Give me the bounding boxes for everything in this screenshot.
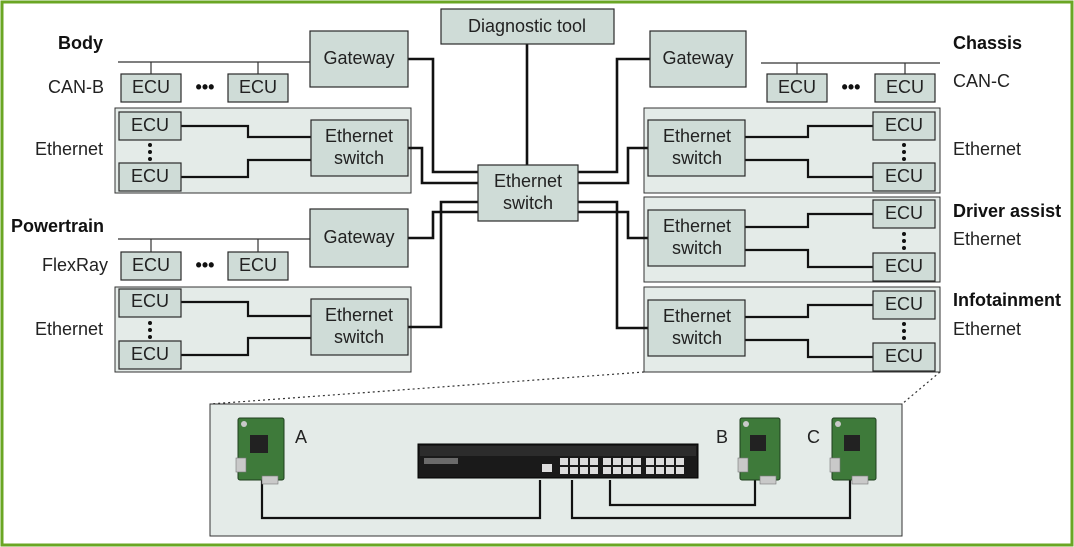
ch-eth-ecu-top: ECU [873, 112, 935, 140]
da-eth-ecu-bot: ECU [873, 253, 935, 281]
can-b-ecu-1: ECU [121, 74, 181, 102]
inf-switch-line2: switch [672, 328, 722, 348]
body-gateway: Gateway [310, 31, 408, 87]
pt-eth-ecu-top: ECU [119, 289, 181, 317]
body-switch-line2: switch [334, 148, 384, 168]
can-c-ecu-1: ECU [767, 74, 827, 102]
ecu-label: ECU [239, 255, 277, 275]
inf-eth-ecu-top: ECU [873, 291, 935, 319]
powertrain-ethernet-switch: Ethernet switch [311, 299, 408, 355]
can-b-label: CAN-B [48, 77, 104, 97]
device-b-label: B [716, 427, 728, 447]
body-gateway-label: Gateway [323, 48, 394, 68]
driver-assist-label: Driver assist [953, 201, 1061, 221]
pt-eth-ecu-bot: ECU [119, 341, 181, 369]
pt-switch-line2: switch [334, 327, 384, 347]
da-switch-line2: switch [672, 238, 722, 258]
diagnostic-tool-box: Diagnostic tool [441, 9, 614, 44]
chassis-ethernet-switch: Ethernet switch [648, 120, 745, 176]
can-c-ecu-2: ECU [875, 74, 935, 102]
powertrain-gateway-label: Gateway [323, 227, 394, 247]
flexray-label: FlexRay [42, 255, 108, 275]
ecu-label: ECU [131, 291, 169, 311]
powertrain-label: Powertrain [11, 216, 104, 236]
ecu-label: ECU [885, 203, 923, 223]
flexray-ecu-1: ECU [121, 252, 181, 280]
ecu-label: ECU [885, 115, 923, 135]
can-c-ellipsis: ••• [842, 77, 861, 97]
central-ethernet-switch: Ethernet switch [478, 165, 578, 221]
raspberry-pi-board-a [236, 418, 284, 484]
inf-switch-line1: Ethernet [663, 306, 731, 326]
chassis-label: Chassis [953, 33, 1022, 53]
ecu-label: ECU [885, 346, 923, 366]
ecu-label: ECU [132, 255, 170, 275]
ecu-label: ECU [886, 77, 924, 97]
body-ethernet-label: Ethernet [35, 139, 103, 159]
central-switch-line1: Ethernet [494, 171, 562, 191]
ecu-label: ECU [778, 77, 816, 97]
inf-eth-ecu-bot: ECU [873, 343, 935, 371]
powertrain-gateway: Gateway [310, 209, 408, 267]
ecu-label: ECU [131, 344, 169, 364]
body-eth-ecu-top: ECU [119, 112, 181, 140]
device-a-label: A [295, 427, 307, 447]
can-c-label: CAN-C [953, 71, 1010, 91]
flexray-ecu-2: ECU [228, 252, 288, 280]
pt-switch-line1: Ethernet [325, 305, 393, 325]
ch-switch-line2: switch [672, 148, 722, 168]
chassis-ethernet-label: Ethernet [953, 139, 1021, 159]
chassis-gateway-label: Gateway [662, 48, 733, 68]
ecu-label: ECU [131, 166, 169, 186]
ch-switch-line1: Ethernet [663, 126, 731, 146]
da-switch-line1: Ethernet [663, 216, 731, 236]
body-switch-line1: Ethernet [325, 126, 393, 146]
central-switch-line2: switch [503, 193, 553, 213]
body-ethernet-switch: Ethernet switch [311, 120, 408, 176]
can-b-ecu-2: ECU [228, 74, 288, 102]
driver-assist-ethernet-switch: Ethernet switch [648, 210, 745, 266]
ecu-label: ECU [885, 256, 923, 276]
ecu-label: ECU [239, 77, 277, 97]
infotainment-label: Infotainment [953, 290, 1061, 310]
device-c-label: C [807, 427, 820, 447]
flexray-ellipsis: ••• [196, 255, 215, 275]
da-eth-ecu-top: ECU [873, 200, 935, 228]
raspberry-pi-board-b [738, 418, 780, 484]
ecu-label: ECU [885, 166, 923, 186]
driver-assist-ethernet-label: Ethernet [953, 229, 1021, 249]
infotainment-ethernet-switch: Ethernet switch [648, 300, 745, 356]
powertrain-ethernet-label: Ethernet [35, 319, 103, 339]
ecu-label: ECU [131, 115, 169, 135]
body-label: Body [58, 33, 103, 53]
ch-eth-ecu-bot: ECU [873, 163, 935, 191]
ecu-label: ECU [132, 77, 170, 97]
can-b-ellipsis: ••• [196, 77, 215, 97]
body-eth-ecu-bot: ECU [119, 163, 181, 191]
physical-ethernet-switch [418, 444, 698, 478]
diagnostic-tool-label: Diagnostic tool [468, 16, 586, 36]
raspberry-pi-board-c [830, 418, 876, 484]
ecu-label: ECU [885, 294, 923, 314]
infotainment-ethernet-label: Ethernet [953, 319, 1021, 339]
chassis-gateway: Gateway [650, 31, 746, 87]
